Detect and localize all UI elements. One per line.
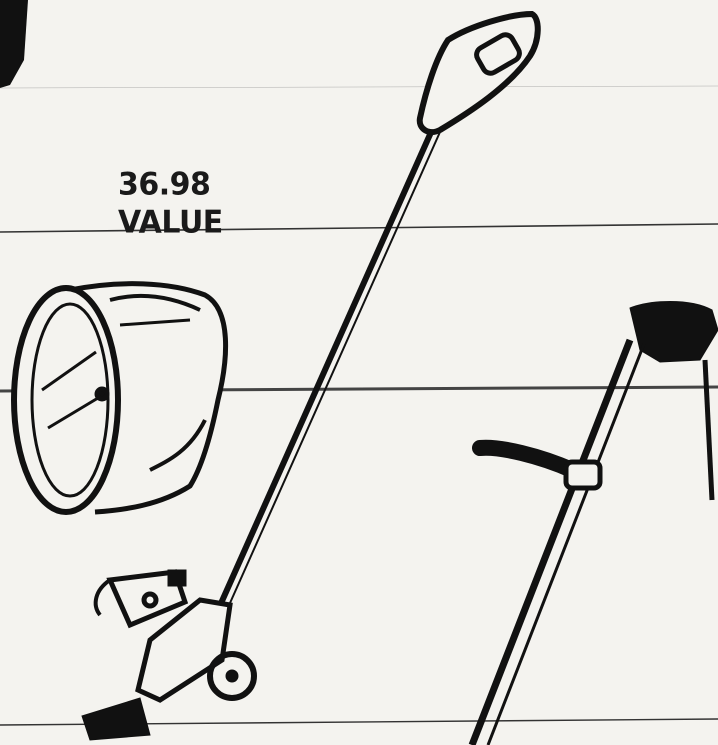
string-trimmer-icon bbox=[468, 301, 718, 745]
price-label: VALUE bbox=[118, 204, 223, 241]
long-handle-edger-icon bbox=[81, 10, 541, 741]
price-tag: 36.98 VALUE bbox=[118, 166, 223, 242]
battery-pack-icon bbox=[93, 569, 189, 629]
corner-mark bbox=[0, 0, 28, 88]
price-value: 36.98 bbox=[118, 166, 211, 203]
spotlight-icon bbox=[11, 281, 229, 515]
